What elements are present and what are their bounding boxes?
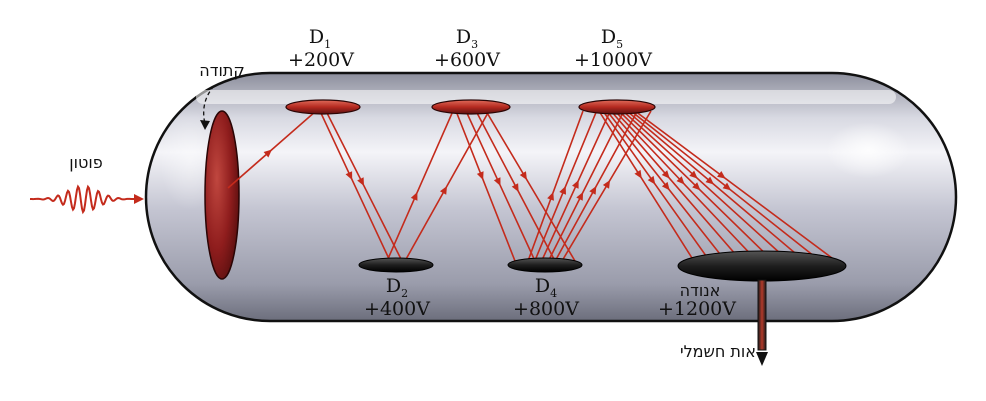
electron-arrowhead-icon [589, 186, 597, 195]
cathode-label: קתודה [199, 61, 244, 80]
electron-path [610, 110, 740, 259]
electron-arrowhead-icon [717, 170, 726, 179]
tube-glare-right [826, 122, 910, 178]
dynode-d5 [578, 99, 656, 115]
electron-path [634, 110, 833, 259]
anode [677, 250, 847, 282]
electron-path [527, 110, 584, 262]
electron-path [618, 110, 771, 259]
voltage-d4: +800V [513, 298, 579, 320]
electron-path [547, 110, 625, 262]
dynode-d4 [507, 257, 583, 273]
electron-arrowhead-icon [345, 171, 353, 180]
photon-icon [29, 184, 137, 215]
electron-arrowhead-icon [559, 186, 566, 195]
voltage-d1: +200V [288, 49, 354, 71]
cathode-pointer-arrowhead-icon [200, 120, 210, 130]
electron-path [455, 110, 516, 262]
dynode-d2 [358, 257, 434, 273]
electron-arrowhead-icon [410, 192, 418, 201]
electron-arrowhead-icon [661, 181, 670, 191]
svg-text:D5: D5 [601, 26, 623, 51]
label-d5: D5 +1000V [574, 26, 652, 71]
label-d4: D4 +800V [513, 275, 579, 320]
electron-arrowhead-icon [476, 171, 484, 180]
label-d2: D2 +400V [364, 275, 430, 320]
electron-arrowhead-icon [576, 192, 584, 201]
electron-arrowhead-icon [357, 177, 364, 186]
dynode-d1 [285, 99, 361, 115]
electron-arrowhead-icon [439, 186, 447, 195]
voltage-d2: +400V [364, 298, 430, 320]
electron-arrowhead-icon [705, 176, 714, 185]
signal-wire [757, 279, 767, 351]
voltage-d5: +1000V [574, 49, 652, 71]
electron-arrowhead-icon [493, 177, 501, 186]
signal-arrowhead-icon [756, 352, 768, 366]
anode-label: אנודה [680, 281, 721, 300]
electron-arrowhead-icon [676, 176, 685, 185]
cathode-pointer [203, 85, 215, 125]
electron-arrowhead-icon [572, 180, 579, 189]
svg-text:D1: D1 [309, 26, 331, 51]
electron-path [554, 110, 639, 262]
electron-arrowhead-icon [547, 192, 554, 201]
electron-path [386, 110, 454, 262]
label-d1: D1 +200V [288, 26, 354, 71]
electron-arrowhead-icon [692, 182, 701, 191]
electron-arrowhead-icon [602, 180, 611, 189]
cathode [204, 110, 240, 280]
electron-arrowhead-icon [263, 149, 272, 158]
voltage-d3: +600V [434, 49, 500, 71]
electron-path [598, 110, 693, 259]
electron-path [630, 110, 817, 259]
electron-arrowhead-icon [661, 170, 670, 179]
label-d3: D3 +600V [434, 26, 500, 71]
electron-arrowhead-icon [634, 169, 642, 179]
electron-path [622, 110, 786, 259]
electron-arrowhead-icon [519, 171, 527, 180]
electron-arrowhead-icon [647, 175, 656, 185]
dynode-d3 [431, 99, 511, 115]
svg-text:D3: D3 [456, 26, 478, 51]
signal-label: אות חשמלי [680, 342, 756, 361]
label-anode: אנודה +1200V [658, 281, 736, 320]
tube-highlight [196, 90, 896, 104]
electron-arrowhead-icon [511, 183, 519, 192]
svg-text:D4: D4 [535, 275, 557, 300]
photon-arrowhead-icon [134, 194, 144, 204]
electron-path [534, 110, 598, 262]
electron-arrowhead-icon [689, 170, 698, 179]
svg-text:D2: D2 [386, 275, 408, 300]
photon-label: פוטון [69, 153, 102, 172]
electron-paths [227, 110, 833, 262]
voltage-anode: +1200V [658, 298, 736, 320]
electron-path [319, 110, 391, 262]
electron-arrowhead-icon [722, 182, 732, 191]
